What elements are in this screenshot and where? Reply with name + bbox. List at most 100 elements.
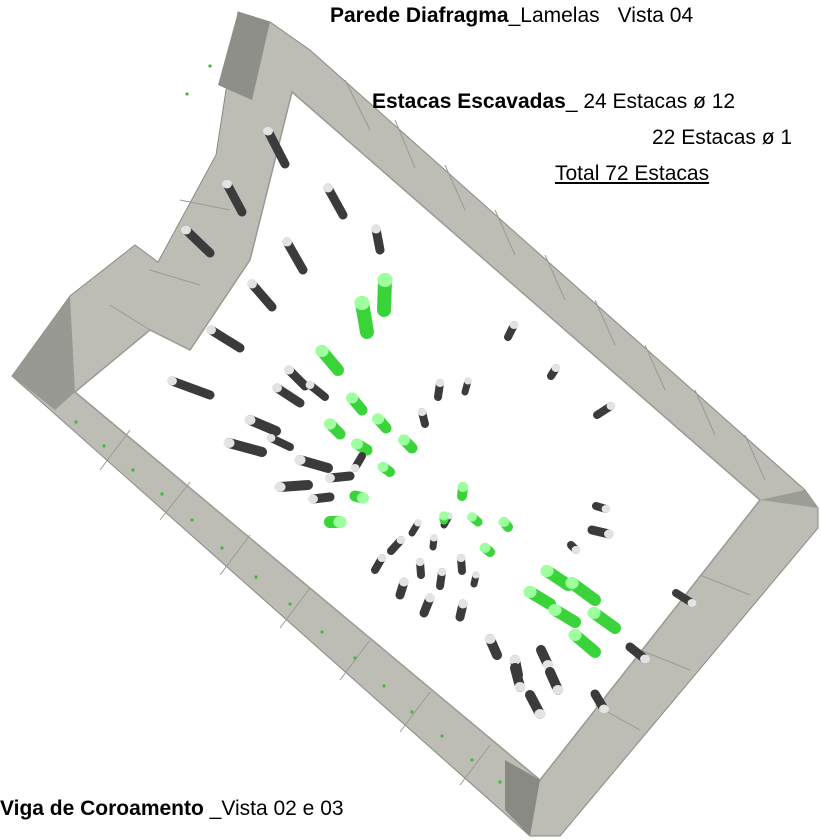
pile-large-cap: [350, 438, 364, 450]
pile-cap: [472, 571, 480, 579]
pile-cap: [514, 682, 526, 692]
pile-cap: [167, 376, 177, 386]
pile-cap: [425, 593, 435, 603]
pile: [247, 279, 277, 312]
wall-marker-dot: [320, 630, 324, 634]
pile-cap: [371, 224, 381, 234]
pile-cap: [263, 126, 273, 136]
pile-cap: [181, 225, 191, 235]
pile-large-cap: [345, 392, 359, 404]
pile-large-cap: [323, 418, 337, 430]
wall-face-top: [218, 12, 270, 100]
pile-cap: [274, 482, 286, 492]
wall-marker-dot: [498, 780, 502, 784]
pile-large-cap: [568, 629, 582, 641]
pile-cap: [266, 434, 276, 442]
pile-cap: [456, 554, 466, 562]
pile-cap: [417, 408, 427, 416]
pile-large-cap: [548, 604, 562, 616]
pile-cap: [399, 577, 409, 587]
pile-cap: [305, 381, 315, 389]
wall-marker-dot: [353, 656, 357, 660]
pile-large-cap: [397, 434, 411, 446]
pile-cap: [509, 321, 519, 329]
pile-large-cap: [540, 565, 554, 577]
piles-label-line2: 22 Estacas ø 1: [652, 126, 793, 149]
wall-marker-dot: [254, 575, 258, 579]
pile-large-cap: [523, 586, 537, 598]
pile-cap: [599, 704, 609, 714]
wall-marker-dot: [185, 92, 189, 96]
pile-cap: [458, 599, 468, 609]
wall-marker-dot: [220, 546, 224, 550]
wall-marker-dot: [382, 684, 386, 688]
wall-marker-dot: [288, 602, 292, 606]
pile-cap: [284, 365, 294, 375]
pile-cap: [294, 455, 306, 465]
pile-cap: [414, 519, 422, 527]
pile-cap: [222, 179, 232, 189]
pile: [263, 126, 290, 169]
wall-marker-dot: [160, 492, 164, 496]
pile-cap: [325, 473, 335, 483]
pile-large-cap: [467, 512, 477, 522]
pile-large-cap: [377, 462, 389, 472]
pile-cap: [551, 364, 561, 372]
wall-marker-dot: [208, 64, 212, 68]
pile-cap: [272, 383, 282, 393]
pile-large-cap: [333, 516, 347, 528]
pile: [181, 225, 215, 258]
pile-cap: [601, 505, 611, 513]
pile-cap: [247, 279, 257, 289]
wall-marker-dot: [410, 710, 414, 714]
pile-cap: [571, 546, 581, 554]
pile-cap: [308, 494, 318, 504]
pile: [222, 179, 247, 217]
wall-marker-dot: [102, 444, 106, 448]
piles-group: [74, 64, 697, 784]
pile-large-cap: [457, 482, 469, 492]
pile: [167, 376, 215, 400]
pile-cap: [604, 529, 614, 539]
pile-cap: [534, 709, 546, 719]
pile-cap: [430, 534, 438, 542]
piles-total-label: Total 72 Estacas: [555, 162, 710, 185]
pile-large-cap: [371, 413, 385, 425]
pile-cap: [282, 237, 292, 247]
pile-large-cap: [315, 345, 329, 357]
pile-large-cap: [587, 607, 601, 619]
pile-large-cap: [498, 517, 510, 527]
wall-face-bottom: [505, 760, 540, 836]
pile: [206, 325, 245, 353]
pile-large-cap: [565, 577, 579, 589]
pile: [282, 237, 308, 275]
pile-cap: [484, 634, 496, 644]
pile-cap: [377, 554, 387, 562]
pile-large-cap: [356, 492, 370, 504]
pile-cap: [606, 402, 616, 410]
pile-cap: [464, 377, 472, 385]
pile-large-cap: [377, 273, 393, 287]
pile-cap: [415, 558, 425, 566]
pile-cap: [640, 654, 650, 664]
pile-cap: [435, 379, 445, 387]
pile-cap: [223, 438, 235, 448]
pile-cap: [396, 536, 406, 544]
pile-cap: [552, 685, 564, 695]
pile: [323, 183, 348, 220]
pile-large-cap: [354, 296, 370, 310]
wall-marker-dot: [470, 758, 474, 762]
wall-face-right: [760, 490, 818, 508]
pile-cap: [350, 464, 360, 472]
pile-cap: [509, 655, 521, 665]
pile-cap: [323, 183, 333, 193]
pile-cap: [206, 325, 216, 335]
pile-large-cap: [479, 543, 491, 553]
piles-label: Estacas Escavadas_ 24 Estacas ø 12: [372, 90, 736, 113]
pile-cap: [437, 568, 447, 576]
wall-face-left: [12, 296, 75, 410]
wall-marker-dot: [74, 420, 78, 424]
pile-large-cap: [439, 511, 449, 521]
